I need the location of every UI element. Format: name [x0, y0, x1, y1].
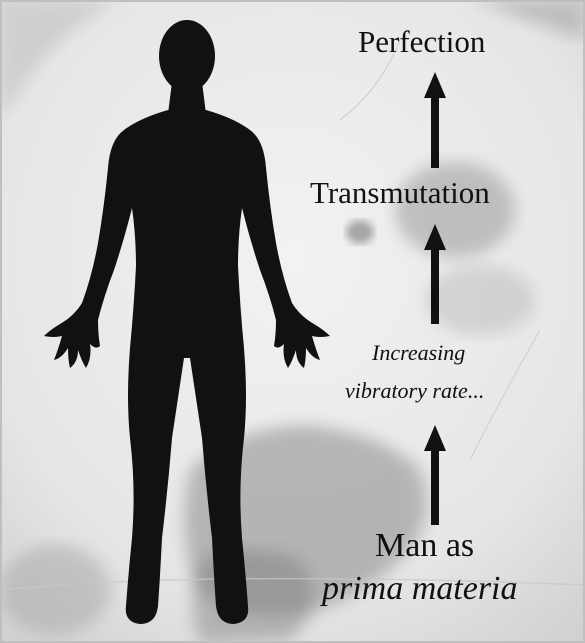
- vibratory-rate-label: vibratory rate...: [345, 378, 484, 404]
- up-arrow-icon: [424, 224, 446, 324]
- up-arrow-icon: [424, 72, 446, 168]
- prima-materia-label: prima materia: [322, 570, 518, 608]
- human-figure-silhouette-icon: [40, 18, 330, 630]
- man-as-label: Man as: [375, 527, 474, 565]
- up-arrow-icon: [424, 425, 446, 525]
- perfection-label: Perfection: [358, 24, 485, 60]
- increasing-label: Increasing: [372, 340, 465, 366]
- transmutation-label: Transmutation: [310, 175, 490, 211]
